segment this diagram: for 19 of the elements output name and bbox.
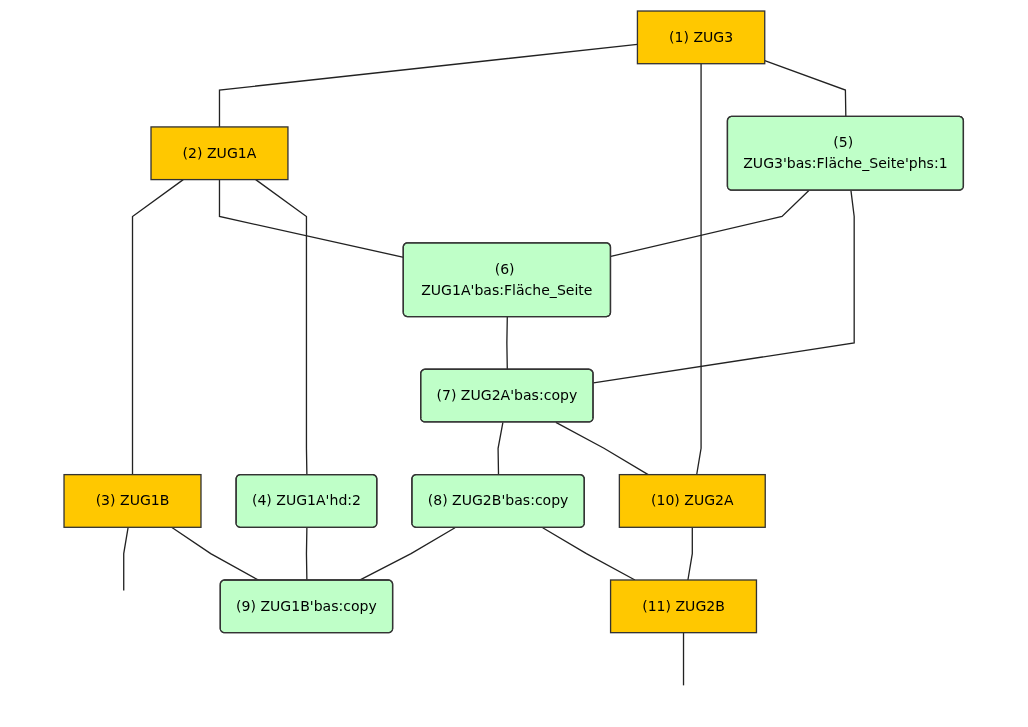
connector	[593, 189, 856, 384]
connector	[255, 178, 308, 476]
connector	[306, 526, 308, 581]
connector	[542, 526, 636, 581]
node-box: (10) ZUG2A	[619, 473, 767, 528]
connector	[132, 178, 185, 475]
connector	[764, 59, 847, 117]
connector	[506, 315, 509, 370]
connector	[555, 421, 650, 475]
connector	[123, 526, 130, 591]
node-box: (3) ZUG1B	[63, 473, 202, 528]
connector	[687, 526, 694, 581]
node-box: (2) ZUG1A	[150, 125, 289, 180]
connector	[683, 631, 685, 686]
connector	[497, 421, 504, 476]
connector	[610, 189, 810, 257]
connector	[696, 62, 703, 475]
node-box: (1) ZUG3	[637, 9, 766, 64]
node-box: (11) ZUG2B	[610, 578, 758, 633]
